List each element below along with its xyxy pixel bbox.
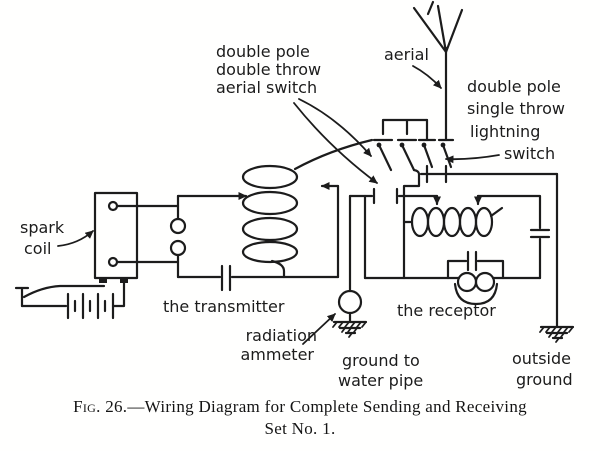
coil-terminal (107, 256, 119, 268)
receptor-label: the receptor (397, 301, 496, 320)
receptor-circuit (363, 194, 551, 306)
transmitter-label: the transmitter (163, 297, 285, 316)
outside-ground-wire (538, 172, 575, 344)
label-line: outside (512, 349, 571, 368)
label-line: ground (516, 370, 573, 389)
caption-title: —Wiring Diagram for Complete Sending and… (126, 397, 527, 416)
aerial-label: aerial (384, 45, 442, 89)
radiation-ammeter (331, 194, 368, 339)
label-arrow (57, 230, 94, 247)
label-line: lightning (470, 122, 540, 141)
ground-symbol (331, 320, 368, 339)
label-line: aerial switch (216, 78, 317, 97)
lightning-switch (417, 118, 559, 184)
coil-foot (99, 278, 107, 283)
phones-detector (453, 271, 499, 306)
label-line: double pole (467, 77, 561, 96)
label-arrow (298, 98, 372, 157)
caption-line2: Set No. 1. (265, 419, 336, 438)
label-arrow (302, 313, 336, 345)
label-arrow (445, 154, 500, 164)
label-line: coil (24, 239, 51, 258)
label-line: ammeter (240, 345, 314, 364)
label-line: water pipe (338, 371, 423, 390)
label-line: single throw (467, 99, 565, 118)
label-line: switch (504, 144, 555, 163)
figure-caption: Fig. 26.—Wiring Diagram for Complete Sen… (73, 397, 527, 438)
label-line: double throw (216, 60, 321, 79)
label-line: spark (20, 218, 65, 237)
battery (66, 281, 126, 320)
transmitter-circuit (176, 138, 374, 292)
spark-coil-box (93, 191, 180, 283)
label-line: double pole (216, 42, 310, 61)
label-arrow (293, 102, 378, 184)
coil-foot (120, 278, 128, 283)
spark-coil-label: spark coil (20, 218, 94, 258)
aerial-antenna (412, 0, 464, 142)
fixed-condenser (446, 250, 505, 280)
transmitter-condenser (220, 264, 232, 292)
label-arrow (412, 65, 442, 89)
lightning-switch-label: double pole single throw lightning switc… (445, 77, 565, 164)
coil-terminal (107, 200, 119, 212)
caption-figure-number: Fig. 26. (73, 397, 127, 416)
transmitter-helix-coil (241, 138, 374, 279)
outside-ground-label: outside ground (512, 349, 573, 389)
svg-text:Fig. 26.—Wiring Diagram for Co: Fig. 26.—Wiring Diagram for Complete Sen… (73, 397, 527, 416)
receptor-series-condenser (529, 228, 551, 239)
aerial-changeover-switch (348, 118, 439, 280)
ground-water-pipe-label: ground to water pipe (338, 351, 423, 390)
svg-text:aerial: aerial (384, 45, 429, 64)
label-line: ground to (342, 351, 420, 370)
switch-blade (377, 143, 416, 172)
spark-gap (169, 194, 187, 279)
receptor-tuning-coil (402, 206, 504, 238)
ground-symbol (538, 325, 575, 344)
label-line: radiation (246, 326, 317, 345)
telegraph-key (14, 284, 106, 308)
aerial-switch-label: double pole double throw aerial switch (216, 42, 378, 184)
switch-blade (422, 143, 453, 169)
radiation-ammeter-label: radiation ammeter (240, 313, 336, 364)
